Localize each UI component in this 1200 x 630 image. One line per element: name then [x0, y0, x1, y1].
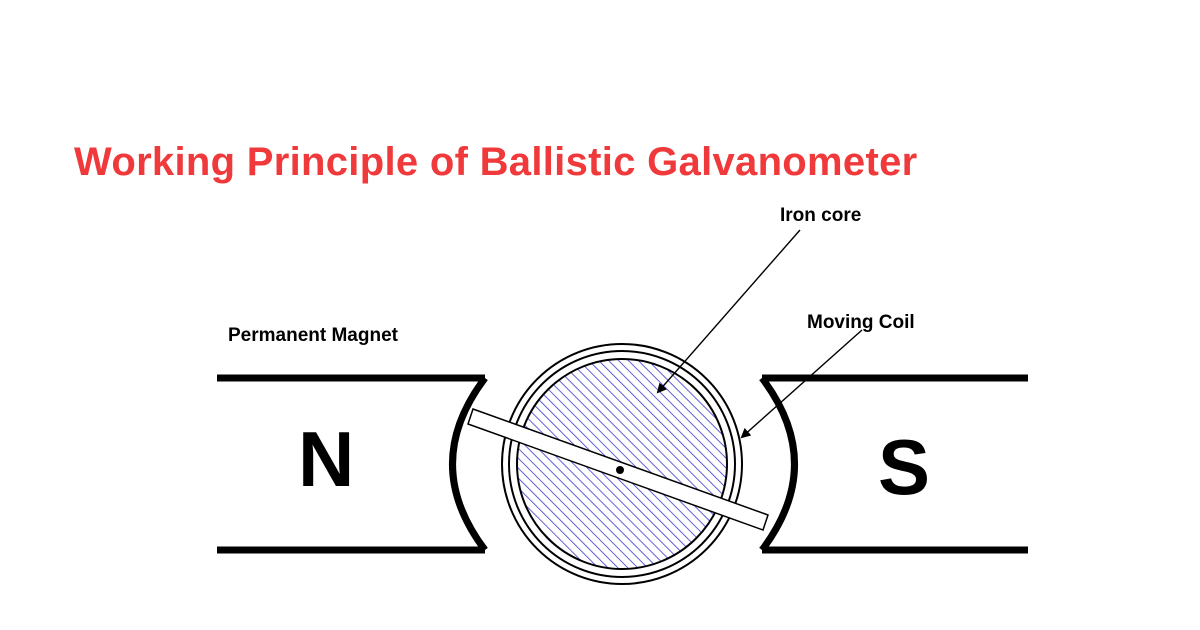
permanent-magnet-label: Permanent Magnet — [228, 325, 398, 346]
pivot-point — [616, 466, 624, 474]
south-magnet — [759, 374, 1028, 554]
moving-coil-pointer — [740, 329, 863, 439]
diagram-title: Working Principle of Ballistic Galvanome… — [74, 140, 918, 184]
north-magnet — [217, 374, 488, 554]
iron-core-pointer — [656, 229, 801, 394]
north-pole-label: N — [298, 415, 355, 503]
iron-core-label: Iron core — [780, 205, 862, 226]
moving-coil-label: Moving Coil — [807, 312, 915, 333]
south-pole-label: S — [878, 423, 931, 511]
